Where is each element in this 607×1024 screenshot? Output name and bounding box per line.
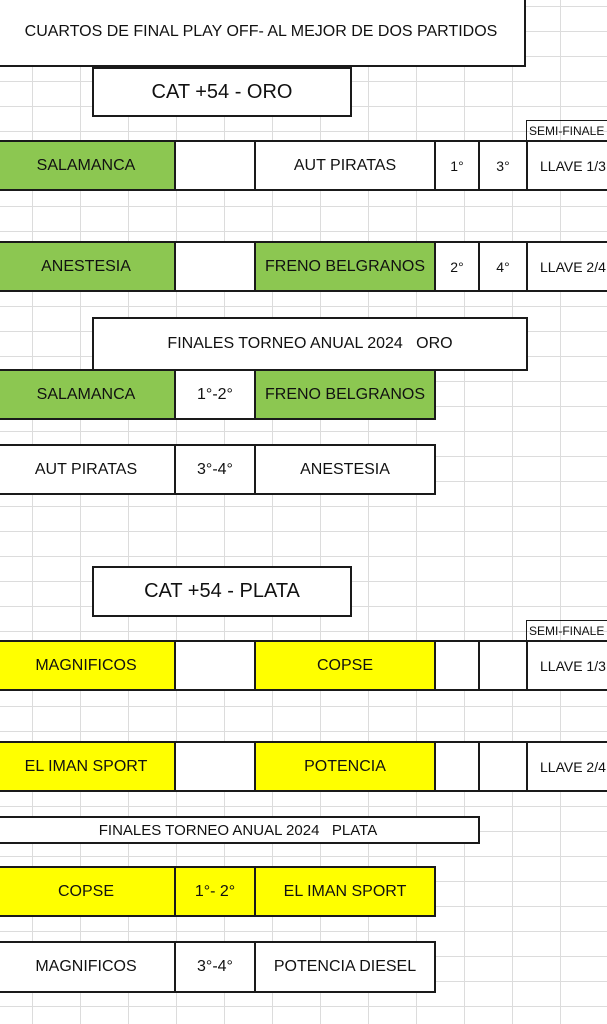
oro-final-1-place: 1°-2° [174,369,256,420]
plata-final-2-place: 3°-4° [174,941,256,993]
oro-match-2-score [174,241,256,292]
plata-final-2-home: MAGNIFICOS [0,941,176,993]
plata-match-2-pos2 [478,741,528,792]
plata-match-1-home: MAGNIFICOS [0,640,176,691]
oro-final-1-away: FRENO BELGRANOS [254,369,436,420]
plata-match-1-llave: LLAVE 1/3 [526,640,607,691]
oro-match-2-home: ANESTESIA [0,241,176,292]
plata-match-1-score [174,640,256,691]
oro-match-2-pos1: 2° [434,241,480,292]
semi-final-label-plata: SEMI-FINALE [526,620,607,642]
plata-match-1-pos2 [478,640,528,691]
oro-match-1-score [174,140,256,191]
oro-match-1-pos2: 3° [478,140,528,191]
oro-match-1-away: AUT PIRATAS [254,140,436,191]
plata-final-1-place: 1°- 2° [174,866,256,917]
plata-match-1-away: COPSE [254,640,436,691]
oro-match-1-llave: LLAVE 1/3 [526,140,607,191]
plata-match-2-away: POTENCIA [254,741,436,792]
plata-final-1-home: COPSE [0,866,176,917]
plata-match-2-home: EL IMAN SPORT [0,741,176,792]
plata-final-2-away: POTENCIA DIESEL [254,941,436,993]
oro-match-2-away: FRENO BELGRANOS [254,241,436,292]
oro-match-1-home: SALAMANCA [0,140,176,191]
oro-final-2-away: ANESTESIA [254,444,436,495]
plata-finals-title: FINALES TORNEO ANUAL 2024 PLATA [0,816,480,844]
plata-final-1-away: EL IMAN SPORT [254,866,436,917]
oro-final-1-home: SALAMANCA [0,369,176,420]
oro-final-2-place: 3°-4° [174,444,256,495]
oro-finals-title: FINALES TORNEO ANUAL 2024 ORO [92,317,528,371]
oro-final-2-home: AUT PIRATAS [0,444,176,495]
category-oro-header: CAT +54 - ORO [92,67,352,117]
oro-match-1-pos1: 1° [434,140,480,191]
page-title: CUARTOS DE FINAL PLAY OFF- AL MEJOR DE D… [0,0,526,67]
oro-match-2-llave: LLAVE 2/4 [526,241,607,292]
plata-match-1-pos1 [434,640,480,691]
plata-match-2-score [174,741,256,792]
category-plata-header: CAT +54 - PLATA [92,566,352,617]
semi-final-label-oro: SEMI-FINALE [526,120,607,142]
plata-match-2-llave: LLAVE 2/4 [526,741,607,792]
oro-match-2-pos2: 4° [478,241,528,292]
plata-match-2-pos1 [434,741,480,792]
